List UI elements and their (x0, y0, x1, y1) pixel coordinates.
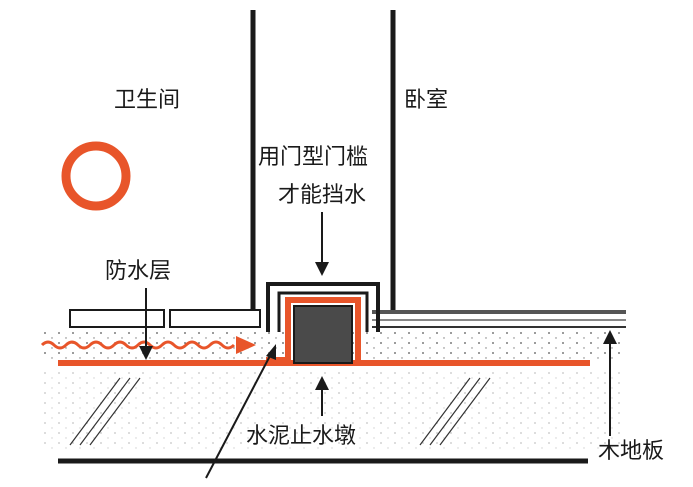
threshold-outer (266, 282, 380, 332)
pier-waterproof-wrap (266, 297, 361, 363)
bathroom-tile-1 (69, 309, 165, 328)
slab-hatch (69, 377, 491, 446)
diagonal-pointer-head (266, 344, 276, 360)
bathroom-tile-2 (169, 309, 261, 328)
threshold-label-line1: 用门型门槛 (258, 145, 369, 170)
pier-pointer-head (315, 376, 329, 390)
threshold-label-line2: 才能挡水 (278, 183, 367, 208)
threshold-inner (277, 291, 369, 332)
cement-pier (293, 305, 353, 364)
waterproof-pointer-head (139, 346, 153, 360)
bedroom-label: 卧室 (404, 88, 449, 113)
wavy-arrow-icon (40, 340, 236, 350)
floor-pointer-head (603, 330, 617, 344)
bathroom-label: 卫生间 (114, 88, 181, 113)
wood-floor-label: 木地板 (598, 439, 665, 464)
waterproof-layer-label: 防水层 (105, 259, 172, 284)
threshold-pointer-head (315, 262, 329, 276)
circle-ring-icon (61, 141, 131, 211)
base-slab-texture (40, 372, 625, 450)
cement-pier-label: 水泥止水墩 (246, 424, 357, 449)
wavy-arrow-head (236, 336, 256, 354)
diagonal-pointer-line (205, 351, 273, 479)
